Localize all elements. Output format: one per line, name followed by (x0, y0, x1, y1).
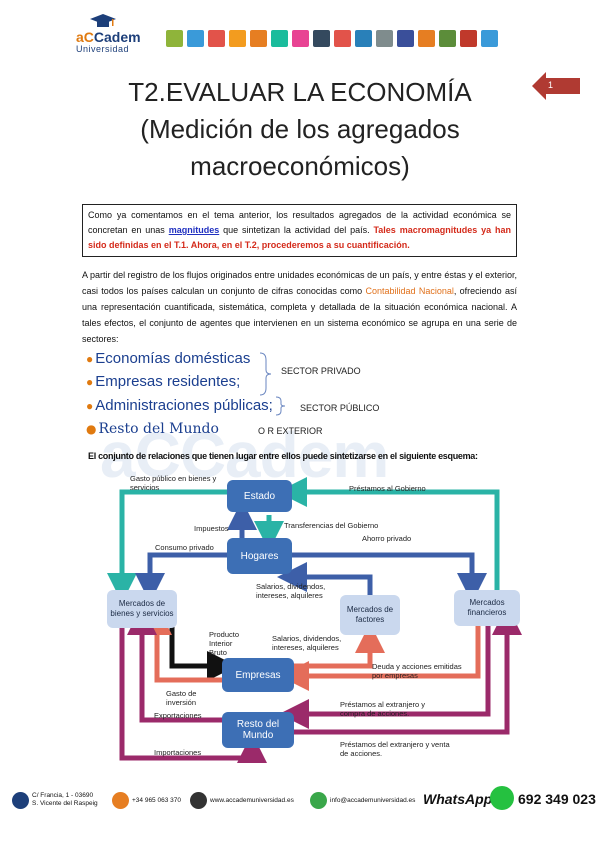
subject-icons-row (166, 30, 498, 47)
subject-icon[interactable] (460, 30, 477, 47)
node-hogares: Hogares (227, 538, 292, 574)
subject-icon[interactable] (292, 30, 309, 47)
sector-empresas-residentes: ●Empresas residentes; (86, 373, 241, 390)
graduation-cap-icon (90, 14, 116, 27)
flow-arrows (107, 477, 522, 763)
page-title: T2.EVALUAR LA ECONOMÍA (Medición de los … (128, 77, 472, 181)
magnitudes-link[interactable]: magnitudes (168, 225, 220, 235)
globe-icon (190, 792, 207, 809)
footer-web-link[interactable]: www.accademuniversidad.es (210, 797, 294, 804)
label-importaciones: Importaciones (154, 748, 202, 757)
page-arrow-icon (532, 72, 580, 100)
brace-public (275, 396, 286, 416)
footer-address: C/ Francia, 1 - 03690 S. Vicente del Ras… (32, 792, 98, 807)
contabilidad-nacional-term: Contabilidad Nacional (365, 286, 454, 296)
bullet-icon: ● (86, 352, 94, 366)
label-salarios-empresas: Salarios, dividendos, intereses, alquile… (272, 634, 342, 652)
whatsapp-phone[interactable]: 692 349 023 (518, 791, 596, 807)
subject-icon[interactable] (334, 30, 351, 47)
node-empresas: Empresas (222, 658, 294, 692)
bullet-icon: ● (86, 375, 94, 389)
subject-icon[interactable] (208, 30, 225, 47)
label-prestamos-gobierno: Préstamos al Gobierno (349, 484, 426, 493)
home-icon (12, 792, 29, 809)
subject-icon[interactable] (187, 30, 204, 47)
sector-administraciones-publicas: ●Administraciones públicas; (86, 397, 273, 414)
logo-subtitle: Universidad (76, 44, 130, 54)
label-sector-privado: SECTOR PRIVADO (281, 366, 361, 376)
subject-icon[interactable] (355, 30, 372, 47)
node-resto-del-mundo: Resto del Mundo (222, 712, 294, 748)
node-mercados-factores: Mercados de factores (340, 595, 400, 635)
label-deuda: Deuda y acciones emitidas por empresas (372, 662, 462, 680)
subject-icon[interactable] (313, 30, 330, 47)
label-prestamos-del-extranjero: Préstamos del extranjero y venta de acci… (340, 740, 450, 758)
watermark: aCCadem (100, 419, 389, 491)
sector-resto-del-mundo: ●Resto del Mundo (86, 421, 219, 437)
subject-icon[interactable] (481, 30, 498, 47)
node-mercados-bienes: Mercados de bienes y servicios (107, 590, 177, 628)
footer-email-link[interactable]: info@accademuniversidad.es (330, 797, 416, 804)
label-exportaciones: Exportaciones (154, 711, 202, 720)
whatsapp-icon[interactable] (490, 786, 514, 810)
subject-icon[interactable] (376, 30, 393, 47)
subject-icon[interactable] (271, 30, 288, 47)
footer-phone[interactable]: +34 965 063 370 (132, 797, 181, 804)
subject-icon[interactable] (397, 30, 414, 47)
relations-intro: El conjunto de relaciones que tienen lug… (88, 451, 478, 461)
subject-icon[interactable] (439, 30, 456, 47)
circular-flow-diagram: Estado Hogares Empresas Resto del Mundo … (102, 470, 527, 765)
subject-icon[interactable] (250, 30, 267, 47)
logo[interactable]: aCCadem (76, 29, 141, 45)
intro-box: Como ya comentamos en el tema anterior, … (82, 204, 517, 257)
footer: C/ Francia, 1 - 03690 S. Vicente del Ras… (0, 778, 599, 818)
mail-icon (310, 792, 327, 809)
sector-economias-domesticas: ●Economías domésticas (86, 350, 251, 367)
label-gasto-publico: Gasto público en bienes y servicios (130, 474, 217, 492)
subject-icon[interactable] (229, 30, 246, 47)
label-salarios-hogares: Salarios, dividendos, intereses, alquile… (256, 582, 326, 600)
label-ahorro-privado: Ahorro privado (362, 534, 412, 543)
label-sector-publico: SECTOR PÚBLICO (300, 403, 380, 413)
label-prestamos-al-extranjero: Préstamos al extranjero y compra de acci… (340, 700, 426, 718)
body-paragraph: A partir del registro de los flujos orig… (82, 270, 517, 344)
label-sector-exterior: O R EXTERIOR (258, 426, 323, 436)
node-estado: Estado (227, 480, 292, 512)
label-gasto-inversion: Gasto de inversión (166, 689, 197, 707)
brace-private (259, 352, 272, 396)
page-number: 1 (548, 80, 554, 90)
whatsapp-label: WhatsApp (423, 791, 493, 807)
subject-icon[interactable] (418, 30, 435, 47)
subject-icon[interactable] (166, 30, 183, 47)
label-consumo-privado: Consumo privado (155, 543, 214, 552)
phone-icon (112, 792, 129, 809)
node-mercados-financieros: Mercados financieros (454, 590, 520, 626)
bullet-icon: ● (86, 422, 97, 436)
label-impuestos: Impuestos (194, 524, 229, 533)
label-transferencias: Transferencias del Gobierno (284, 521, 379, 530)
bullet-icon: ● (86, 399, 94, 413)
label-pib: Producto Interior Bruto (209, 630, 240, 657)
